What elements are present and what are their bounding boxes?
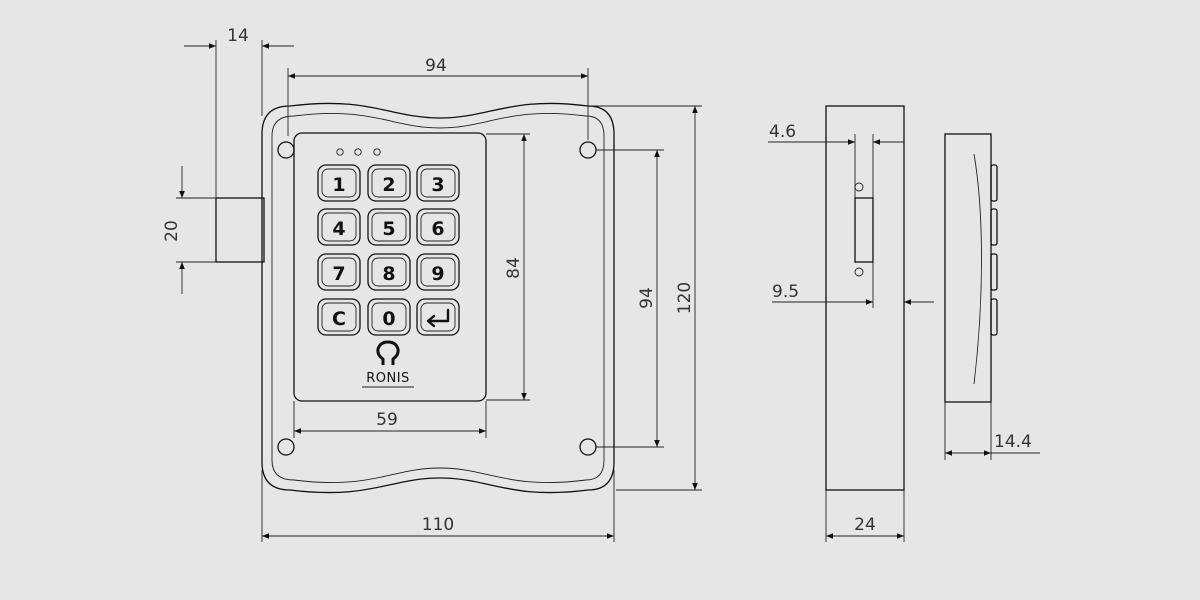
keypad-side-key [990, 298, 998, 336]
side-screw-hole [854, 267, 864, 277]
svg-text:0: 0 [382, 308, 395, 330]
svg-text:2: 2 [382, 174, 395, 196]
dimension-overall-width: 110 [422, 515, 454, 535]
key-button[interactable]: 1 [317, 164, 361, 202]
dimension-bolt-height: 20 [162, 220, 182, 242]
svg-text:5: 5 [382, 218, 395, 240]
dimension-panel-width: 94 [425, 56, 447, 76]
mounting-hole-top-left [277, 141, 295, 159]
key-button[interactable]: 5 [367, 208, 411, 246]
svg-text:3: 3 [431, 174, 444, 196]
brand-name: RONIS [366, 371, 410, 386]
mounting-hole-bottom-right [579, 438, 597, 456]
keypad-side-key [990, 208, 998, 246]
side-view: 4.6 9.5 24 [768, 105, 934, 542]
keypad-side-body [944, 133, 992, 403]
dimension-side-offset-top: 4.6 [769, 122, 796, 142]
mounting-hole-bottom-left [277, 438, 295, 456]
dimension-bolt-offset: 14 [227, 26, 249, 46]
keypad-panel [293, 132, 487, 402]
dimension-keypad-width: 59 [376, 410, 398, 430]
lock-housing-outer [261, 102, 615, 494]
key-button[interactable]: 7 [317, 253, 361, 291]
svg-text:7: 7 [332, 263, 345, 285]
key-button[interactable]: 4 [317, 208, 361, 246]
led-indicator [336, 148, 344, 156]
svg-text:1: 1 [332, 174, 345, 196]
side-housing [825, 105, 905, 491]
key-button-clear[interactable]: C [317, 298, 361, 336]
led-indicator [373, 148, 381, 156]
key-button[interactable]: 8 [367, 253, 411, 291]
front-view: 1 2 3 4 5 6 7 8 9 C 0 RONIS [215, 102, 615, 494]
keypad-side-key [990, 164, 998, 202]
led-indicator [354, 148, 362, 156]
key-button[interactable]: 6 [416, 208, 460, 246]
dimension-keypad-depth: 14.4 [994, 432, 1032, 452]
svg-text:9: 9 [431, 263, 444, 285]
side-screw-hole [854, 182, 864, 192]
svg-text:8: 8 [382, 263, 395, 285]
key-button[interactable]: 2 [367, 164, 411, 202]
svg-text:4: 4 [332, 218, 345, 240]
dimension-side-offset-mid: 9.5 [772, 282, 799, 302]
keypad-side-key [990, 253, 998, 291]
ronis-omega-logo-icon [376, 340, 400, 365]
keypad-side-view: 14.4 [944, 133, 1040, 460]
dimension-keypad-height: 84 [504, 257, 524, 279]
lock-bolt [215, 197, 265, 263]
enter-return-arrow-icon [426, 308, 450, 328]
key-button[interactable]: 9 [416, 253, 460, 291]
dimension-side-depth: 24 [854, 515, 876, 535]
svg-text:6: 6 [431, 218, 444, 240]
key-button-enter[interactable] [416, 298, 460, 336]
dimension-hole-spacing: 94 [637, 287, 657, 309]
mounting-hole-top-right [579, 141, 597, 159]
front-dimensions: 14 94 20 84 59 94 120 [162, 26, 702, 542]
svg-text:C: C [332, 308, 346, 330]
keypad-side-curve [973, 153, 982, 385]
key-button[interactable]: 3 [416, 164, 460, 202]
side-bolt-slot [854, 197, 874, 263]
key-button[interactable]: 0 [367, 298, 411, 336]
dimension-overall-height: 120 [675, 282, 695, 314]
lock-housing-inner [271, 113, 605, 483]
